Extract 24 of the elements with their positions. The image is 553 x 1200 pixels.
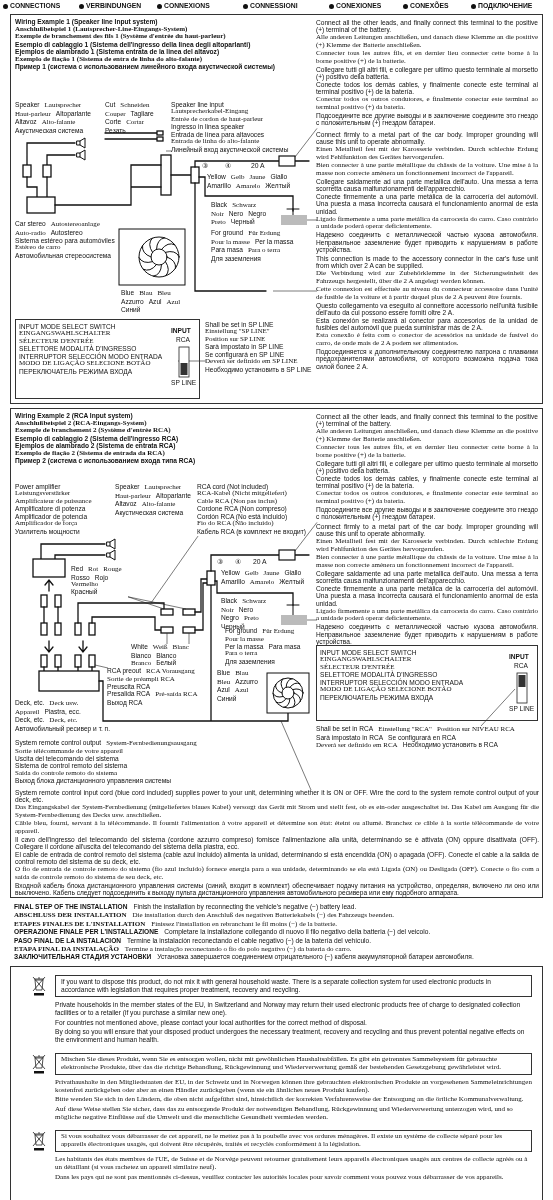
leader-line [280, 720, 312, 791]
leader-line [188, 632, 190, 645]
leader-line [165, 150, 173, 152]
wiring-panel [10, 14, 543, 404]
notice-box [55, 1130, 532, 1153]
leader-line [294, 128, 318, 158]
switch-info-box [316, 645, 538, 721]
leader-line [294, 522, 318, 552]
leader-line [166, 632, 168, 645]
switch-info-box [15, 319, 200, 399]
fuse-holder [278, 549, 296, 561]
wiring-panel [10, 408, 543, 898]
notice-box [55, 1053, 532, 1075]
leader-line [306, 619, 318, 621]
leader-line [127, 596, 187, 610]
leader-line [306, 219, 318, 221]
fuse-holder [278, 155, 296, 167]
ground-point [281, 615, 307, 625]
notice-box [55, 975, 532, 997]
leader-line [272, 290, 318, 292]
leader-line [480, 688, 516, 727]
ground-point [281, 215, 307, 225]
leader-line [94, 664, 109, 669]
leader-line [150, 535, 199, 604]
